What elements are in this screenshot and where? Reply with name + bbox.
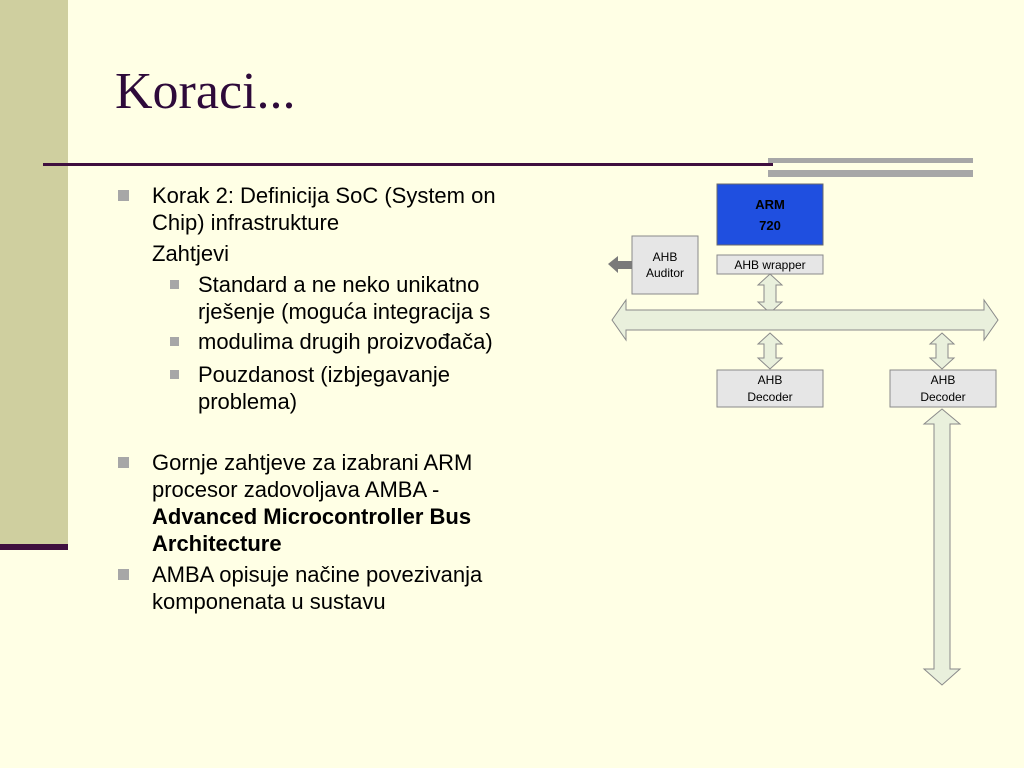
ahb-decoder-box-1: [716, 369, 824, 408]
square-bullet-icon: [170, 337, 179, 346]
bullet-bold-text: Architecture: [152, 531, 282, 556]
sub-bullet-text: rješenje (moguća integracija s: [198, 299, 491, 324]
bullet-text: AMBA opisuje načine povezivanja: [152, 562, 483, 587]
bullet-gornje-zahtjeve: Gornje zahtjeve za izabrani ARM procesor…: [112, 449, 602, 557]
ahb-decoder-box-2: [889, 369, 997, 408]
slide-title: Koraci...: [115, 63, 296, 120]
bullet-text: Korak 2: Definicija SoC (System on: [152, 183, 496, 208]
square-bullet-icon: [170, 280, 179, 289]
title-divider-accent-top: [768, 158, 973, 163]
sub-bullet-standard: Standard a ne neko unikatno rješenje (mo…: [112, 271, 602, 325]
sub-bullet-modulima: modulima drugih proizvođača): [112, 328, 602, 355]
arm-label: ARM: [755, 197, 785, 212]
bullet-bold-text: Advanced Microcontroller Bus: [152, 504, 472, 529]
bullet-amba-opisuje: AMBA opisuje načine povezivanja komponen…: [112, 561, 602, 615]
square-bullet-icon: [118, 569, 129, 580]
auditor-output-arrow: [608, 256, 632, 273]
sub-bullet-text: Standard a ne neko unikatno: [198, 272, 480, 297]
arm-720-box: [716, 183, 824, 246]
sub-bullet-pouzdanost: Pouzdanost (izbjegavanje problema): [112, 361, 602, 415]
bullet-korak-2: Korak 2: Definicija SoC (System on Chip)…: [112, 182, 602, 236]
sub-bullet-text: problema): [198, 389, 298, 414]
square-bullet-icon: [170, 370, 179, 379]
left-stripe-bar: [0, 544, 68, 550]
ahb-wrapper-label: AHB wrapper: [734, 258, 805, 272]
ahb-auditor-label: Auditor: [646, 266, 684, 280]
title-divider: [43, 163, 773, 166]
ahb-decoder-1-label: Decoder: [747, 390, 792, 404]
bullet-text: Chip) infrastrukture: [152, 210, 340, 235]
slide-content: Korak 2: Definicija SoC (System on Chip)…: [112, 182, 602, 615]
ahb-decoder-1-label: AHB: [758, 373, 783, 387]
sub-bullet-text: modulima drugih proizvođača): [198, 329, 493, 354]
sub-bullet-text: Pouzdanost (izbjegavanje: [198, 362, 450, 387]
left-decorative-stripe: [0, 0, 68, 548]
zahtjevi-label: Zahtjevi: [152, 241, 230, 266]
bullet-text: procesor zadovoljava AMBA -: [152, 477, 440, 502]
ahb-bus-arrow: [611, 298, 999, 342]
ahb-auditor-box: [631, 235, 699, 295]
arm-label: 720: [759, 218, 781, 233]
wrapper-bus-arrow: [756, 273, 784, 314]
bus-decoder1-arrow: [756, 332, 784, 370]
square-bullet-icon: [118, 457, 129, 468]
square-bullet-icon: [118, 190, 129, 201]
ahb-decoder-2-label: Decoder: [920, 390, 965, 404]
ahb-auditor-label: AHB: [653, 250, 678, 264]
ahb-decoder-2-label: AHB: [931, 373, 956, 387]
title-divider-accent-bottom: [768, 170, 973, 177]
bus-decoder2-arrow: [928, 332, 956, 370]
bullet-text: Gornje zahtjeve za izabrani ARM: [152, 450, 473, 475]
decoder2-vertical-bus-arrow: [922, 408, 962, 686]
bullet-text: komponenata u sustavu: [152, 589, 386, 614]
